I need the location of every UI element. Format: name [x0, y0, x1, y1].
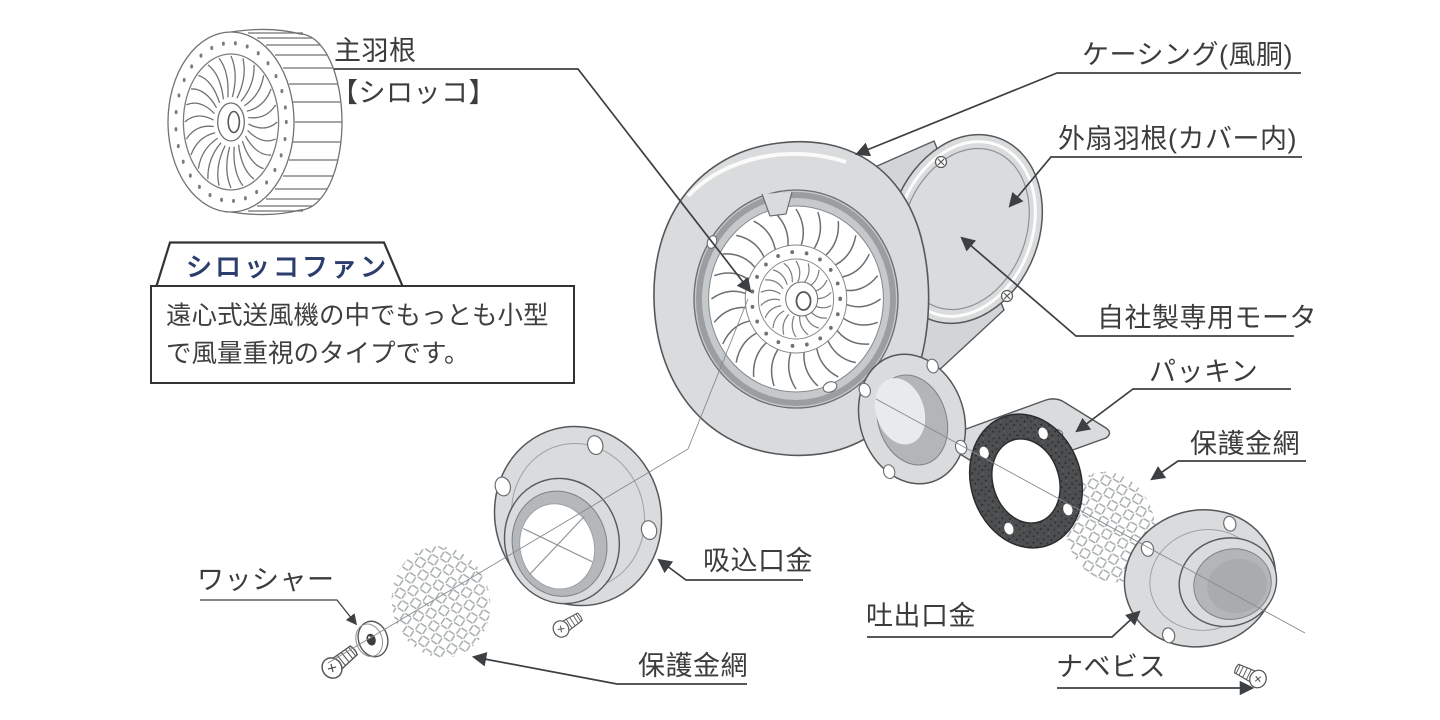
label-mesh-bottom: 保護金網: [638, 651, 748, 681]
label-motor: 自社製専用モータ: [1097, 303, 1317, 333]
fan-description-box: 遠心式送風機の中でもっとも小型 で風量重視のタイプです。: [150, 285, 575, 384]
suction-flange-drawing: [493, 425, 663, 607]
casing-inlet-impeller: [693, 189, 899, 409]
label-mesh-right: 保護金網: [1190, 429, 1300, 459]
label-suction-port: 吸込口金: [703, 546, 813, 576]
screw-a-drawing: [317, 640, 362, 683]
screw-b-drawing: [549, 608, 586, 641]
fan-type-tab-title: シロッコファン: [186, 252, 390, 282]
washer-drawing: [355, 620, 389, 658]
axis-lines: [327, 298, 1306, 664]
blower-assembly-drawing: [653, 133, 1111, 485]
leader-lines: [200, 68, 1306, 696]
label-discharge-port: 吐出口金: [866, 601, 976, 631]
protective-mesh-left: [391, 546, 491, 658]
label-outer-fan: 外扇羽根(カバー内): [1058, 124, 1297, 154]
label-casing: ケーシング(風胴): [1082, 40, 1293, 70]
motor-cap-screws: [934, 155, 1014, 303]
label-main-blade-sub: 【シロッコ】: [331, 78, 496, 108]
label-pan-screw: ナベビス: [1056, 652, 1166, 682]
pan-screw-drawing: [1231, 659, 1270, 692]
fan-description-line1: 遠心式送風機の中でもっとも小型: [166, 302, 549, 330]
sirocco-wheel-drawing: [168, 28, 343, 216]
label-packing: パッキン: [1149, 357, 1259, 387]
label-washer: ワッシャー: [197, 565, 335, 595]
title-tab-shape: [155, 241, 404, 287]
label-main-blade: 主羽根: [334, 36, 417, 66]
fan-description-line2: で風量重視のタイプです。: [166, 340, 470, 368]
